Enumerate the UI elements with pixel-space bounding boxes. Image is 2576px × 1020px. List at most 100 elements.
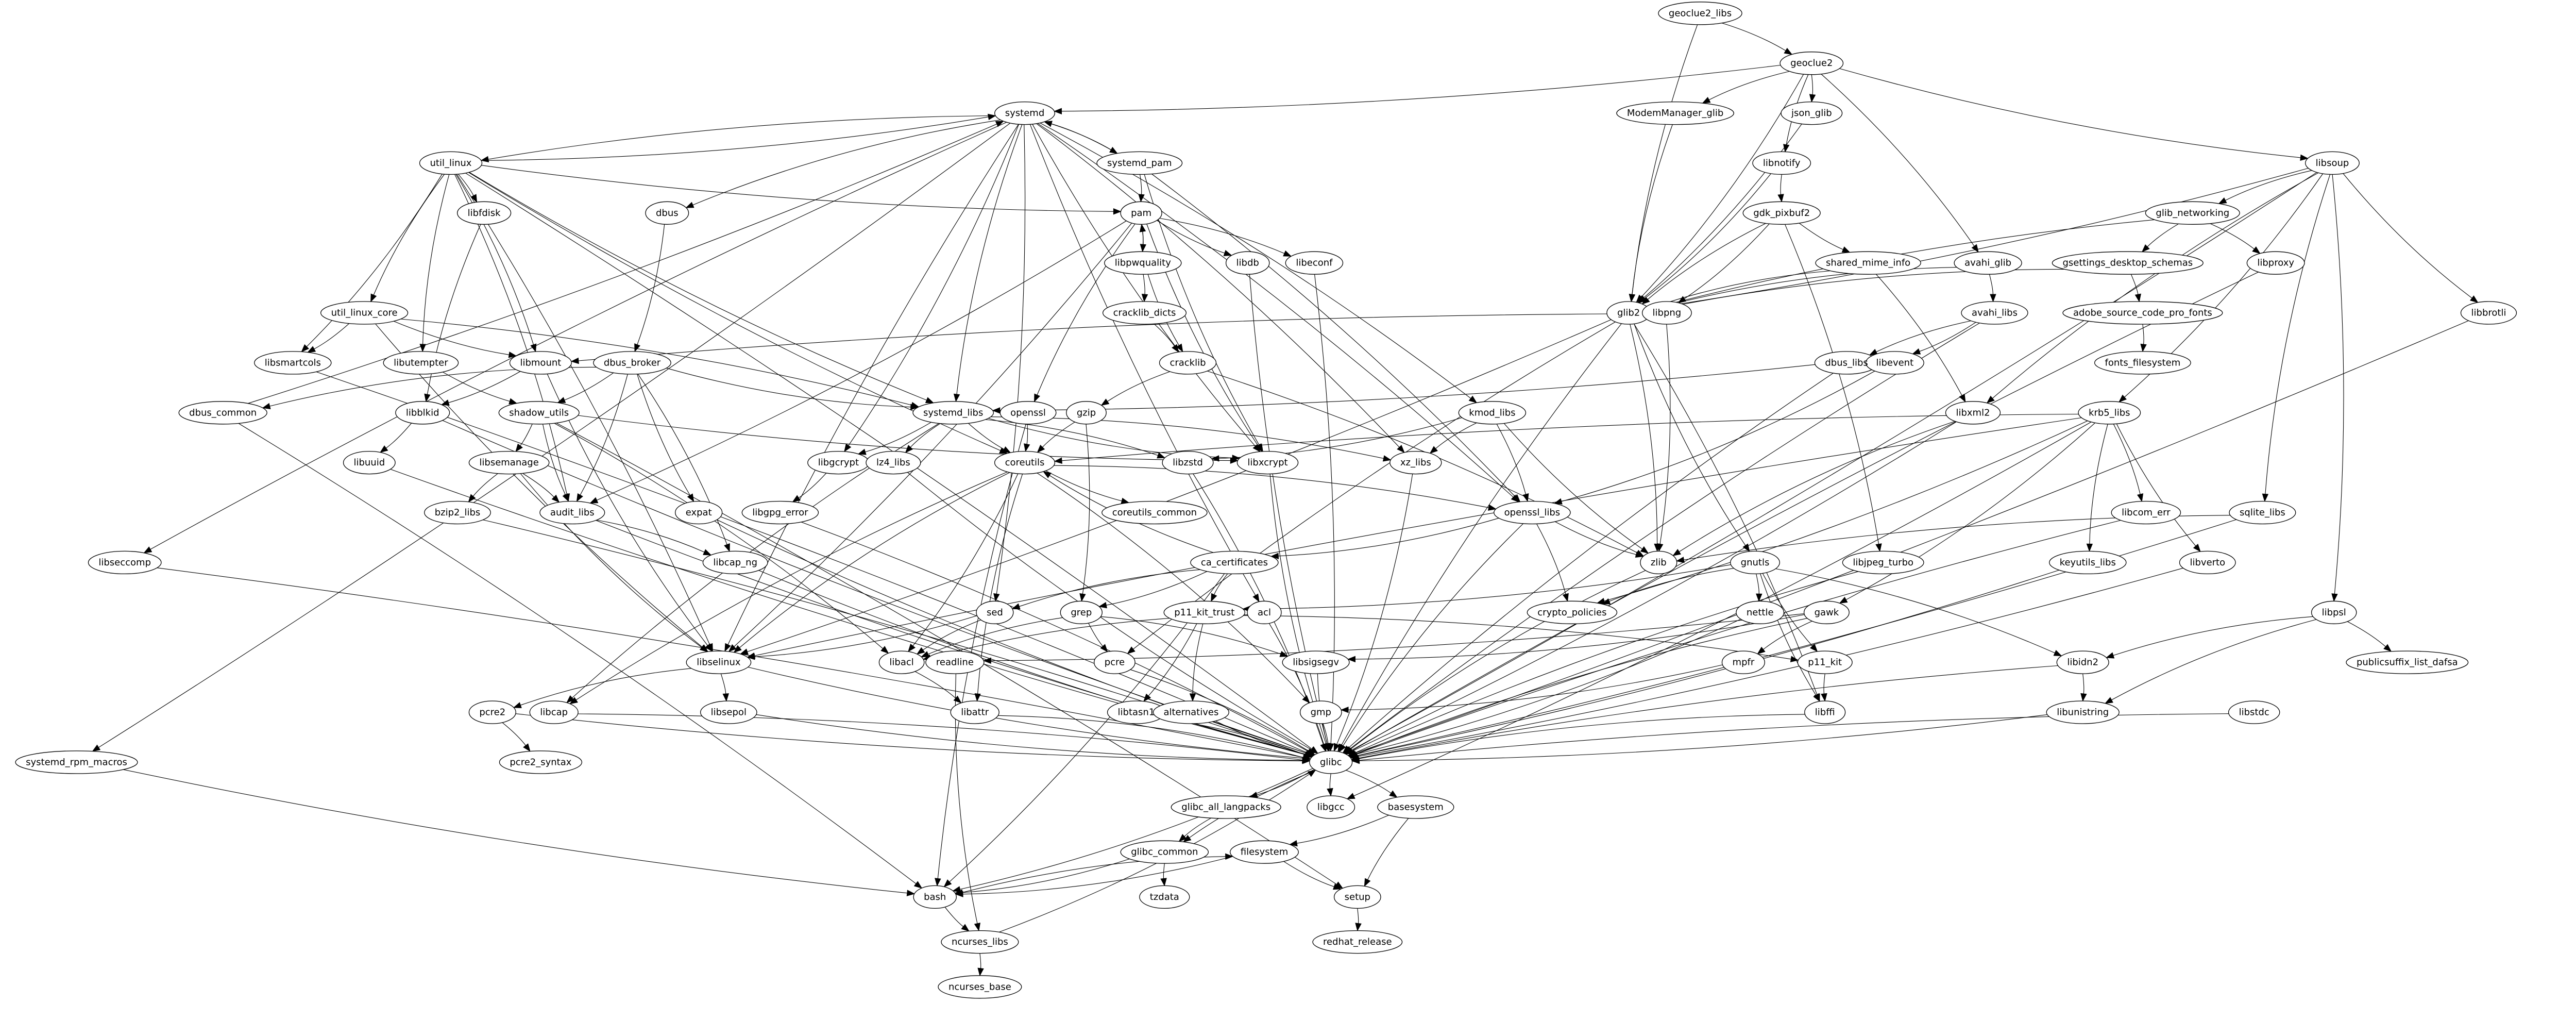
node-ellipse[interactable] — [1865, 351, 1924, 375]
node-ellipse[interactable] — [645, 201, 689, 225]
node-ellipse[interactable] — [509, 351, 572, 375]
node-ellipse[interactable] — [1780, 52, 1844, 75]
node-ellipse[interactable] — [15, 750, 138, 774]
node-ellipse[interactable] — [1616, 101, 1734, 125]
node-ellipse[interactable] — [468, 450, 550, 475]
node-ellipse[interactable] — [1389, 450, 1442, 475]
node-ellipse[interactable] — [1139, 885, 1190, 909]
node-ellipse[interactable] — [878, 650, 925, 674]
node-ellipse[interactable] — [2145, 201, 2240, 225]
node-ellipse[interactable] — [1066, 401, 1107, 425]
node-ellipse[interactable] — [593, 351, 671, 375]
node-ellipse[interactable] — [456, 201, 512, 225]
node-ellipse[interactable] — [2056, 650, 2109, 674]
node-ellipse[interactable] — [1153, 700, 1229, 724]
node-ellipse[interactable] — [1163, 600, 1246, 624]
node-ellipse[interactable] — [1247, 600, 1282, 624]
node-ellipse[interactable] — [2052, 251, 2204, 275]
node-ellipse[interactable] — [1781, 101, 1843, 125]
node-ellipse[interactable] — [1225, 251, 1270, 275]
node-ellipse[interactable] — [2305, 151, 2360, 175]
node-ellipse[interactable] — [2228, 700, 2280, 724]
node-ellipse[interactable] — [468, 700, 516, 724]
node-ellipse[interactable] — [1162, 450, 1214, 475]
node-ellipse[interactable] — [320, 301, 409, 325]
node-ellipse[interactable] — [1804, 700, 1846, 724]
node-ellipse[interactable] — [1236, 450, 1299, 475]
node-ellipse[interactable] — [912, 401, 994, 425]
node-ellipse[interactable] — [976, 600, 1014, 624]
node-ellipse[interactable] — [1104, 251, 1182, 275]
node-ellipse[interactable] — [1797, 650, 1853, 674]
node-ellipse[interactable] — [1309, 750, 1353, 774]
node-ellipse[interactable] — [395, 401, 450, 425]
node-ellipse[interactable] — [741, 500, 819, 525]
node-ellipse[interactable] — [1742, 201, 1821, 225]
node-ellipse[interactable] — [2046, 700, 2120, 724]
node-ellipse[interactable] — [941, 930, 1019, 954]
node-ellipse[interactable] — [1815, 251, 1921, 275]
node-ellipse[interactable] — [1458, 401, 1527, 425]
node-ellipse[interactable] — [529, 700, 579, 724]
node-ellipse[interactable] — [999, 401, 1057, 425]
node-ellipse[interactable] — [2229, 500, 2296, 525]
node-ellipse[interactable] — [1527, 600, 1618, 624]
node-ellipse[interactable] — [950, 700, 999, 724]
node-ellipse[interactable] — [2179, 550, 2236, 575]
node-ellipse[interactable] — [1120, 840, 1209, 864]
node-ellipse[interactable] — [1094, 650, 1136, 674]
node-ellipse[interactable] — [1230, 840, 1299, 864]
node-ellipse[interactable] — [2078, 401, 2141, 425]
node-ellipse[interactable] — [2346, 650, 2469, 674]
node-ellipse[interactable] — [178, 401, 267, 425]
node-ellipse[interactable] — [2062, 301, 2223, 325]
node-ellipse[interactable] — [1752, 151, 1811, 175]
node-ellipse[interactable] — [539, 500, 605, 525]
node-ellipse[interactable] — [702, 550, 768, 575]
node-ellipse[interactable] — [1299, 700, 1342, 724]
node-ellipse[interactable] — [994, 101, 1055, 125]
node-ellipse[interactable] — [343, 450, 396, 475]
node-ellipse[interactable] — [1282, 650, 1350, 674]
node-ellipse[interactable] — [1096, 151, 1183, 175]
node-ellipse[interactable] — [913, 885, 957, 909]
node-ellipse[interactable] — [2111, 500, 2181, 525]
node-ellipse[interactable] — [498, 401, 580, 425]
node-ellipse[interactable] — [1307, 795, 1355, 819]
node-ellipse[interactable] — [1333, 885, 1381, 909]
node-ellipse[interactable] — [1736, 600, 1785, 624]
node-ellipse[interactable] — [1961, 301, 2028, 325]
node-ellipse[interactable] — [1120, 201, 1162, 225]
node-ellipse[interactable] — [1190, 550, 1279, 575]
node-ellipse[interactable] — [2094, 351, 2191, 375]
node-ellipse[interactable] — [1312, 930, 1403, 954]
node-ellipse[interactable] — [1171, 795, 1281, 819]
node-ellipse[interactable] — [700, 700, 757, 724]
node-ellipse[interactable] — [2460, 301, 2517, 325]
node-ellipse[interactable] — [938, 975, 1022, 999]
node-ellipse[interactable] — [2311, 600, 2357, 624]
node-ellipse[interactable] — [424, 500, 491, 525]
node-ellipse[interactable] — [1641, 301, 1692, 325]
node-ellipse[interactable] — [2049, 550, 2127, 575]
node-ellipse[interactable] — [254, 351, 332, 375]
node-ellipse[interactable] — [1060, 600, 1103, 624]
node-ellipse[interactable] — [1494, 500, 1571, 525]
node-ellipse[interactable] — [419, 151, 483, 175]
node-ellipse[interactable] — [1842, 550, 1924, 575]
node-ellipse[interactable] — [383, 351, 459, 375]
node-ellipse[interactable] — [1640, 550, 1677, 575]
node-ellipse[interactable] — [499, 750, 583, 774]
node-ellipse[interactable] — [1377, 795, 1454, 819]
node-ellipse[interactable] — [925, 650, 985, 674]
node-ellipse[interactable] — [1101, 500, 1208, 525]
node-ellipse[interactable] — [1954, 251, 2022, 275]
node-ellipse[interactable] — [675, 500, 723, 525]
node-ellipse[interactable] — [1730, 550, 1780, 575]
node-ellipse[interactable] — [994, 450, 1056, 475]
node-ellipse[interactable] — [1658, 2, 1742, 25]
node-ellipse[interactable] — [1102, 301, 1187, 325]
node-ellipse[interactable] — [1721, 650, 1765, 674]
node-ellipse[interactable] — [2246, 251, 2305, 275]
node-ellipse[interactable] — [1945, 401, 2001, 425]
